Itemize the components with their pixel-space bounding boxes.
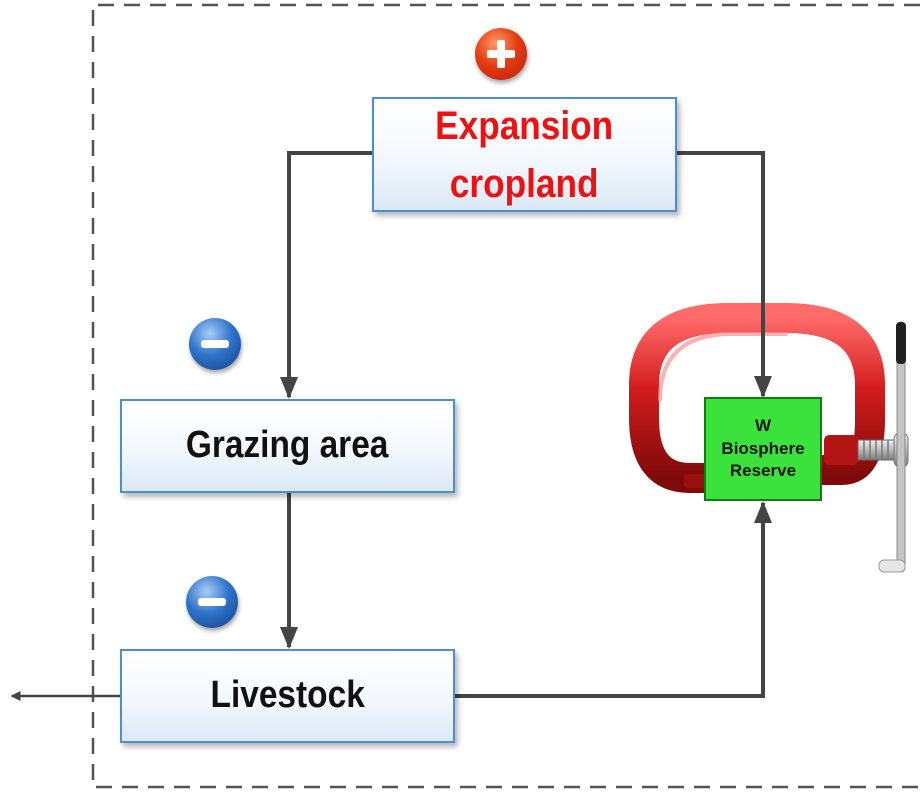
- node-biosphere-reserve: W Biosphere Reserve: [704, 397, 822, 501]
- minus-sign-icon: [186, 576, 238, 628]
- edge-expansion-to-grazing: [280, 151, 372, 399]
- connectors: [10, 151, 772, 701]
- node-expansion-cropland-label: Expansion cropland: [435, 97, 613, 213]
- reserve-line-2: Biosphere: [721, 438, 805, 458]
- node-expansion-cropland: Expansion cropland: [372, 97, 677, 212]
- node-grazing-area-label: Grazing area: [186, 424, 389, 467]
- expansion-line-1: Expansion: [435, 103, 614, 148]
- minus-sign-icon: [189, 318, 241, 370]
- plus-sign-icon: [475, 28, 527, 80]
- node-livestock-label: Livestock: [210, 674, 365, 717]
- reserve-line-3: Reserve: [729, 461, 797, 481]
- node-livestock: Livestock: [120, 649, 455, 743]
- node-grazing-area: Grazing area: [120, 399, 455, 493]
- expansion-line-2: cropland: [450, 161, 599, 206]
- clamp-icon: [629, 303, 909, 573]
- edge-expansion-to-reserve: [677, 151, 772, 398]
- reserve-line-1: W: [754, 416, 772, 436]
- edge-livestock-to-reserve: [455, 501, 772, 698]
